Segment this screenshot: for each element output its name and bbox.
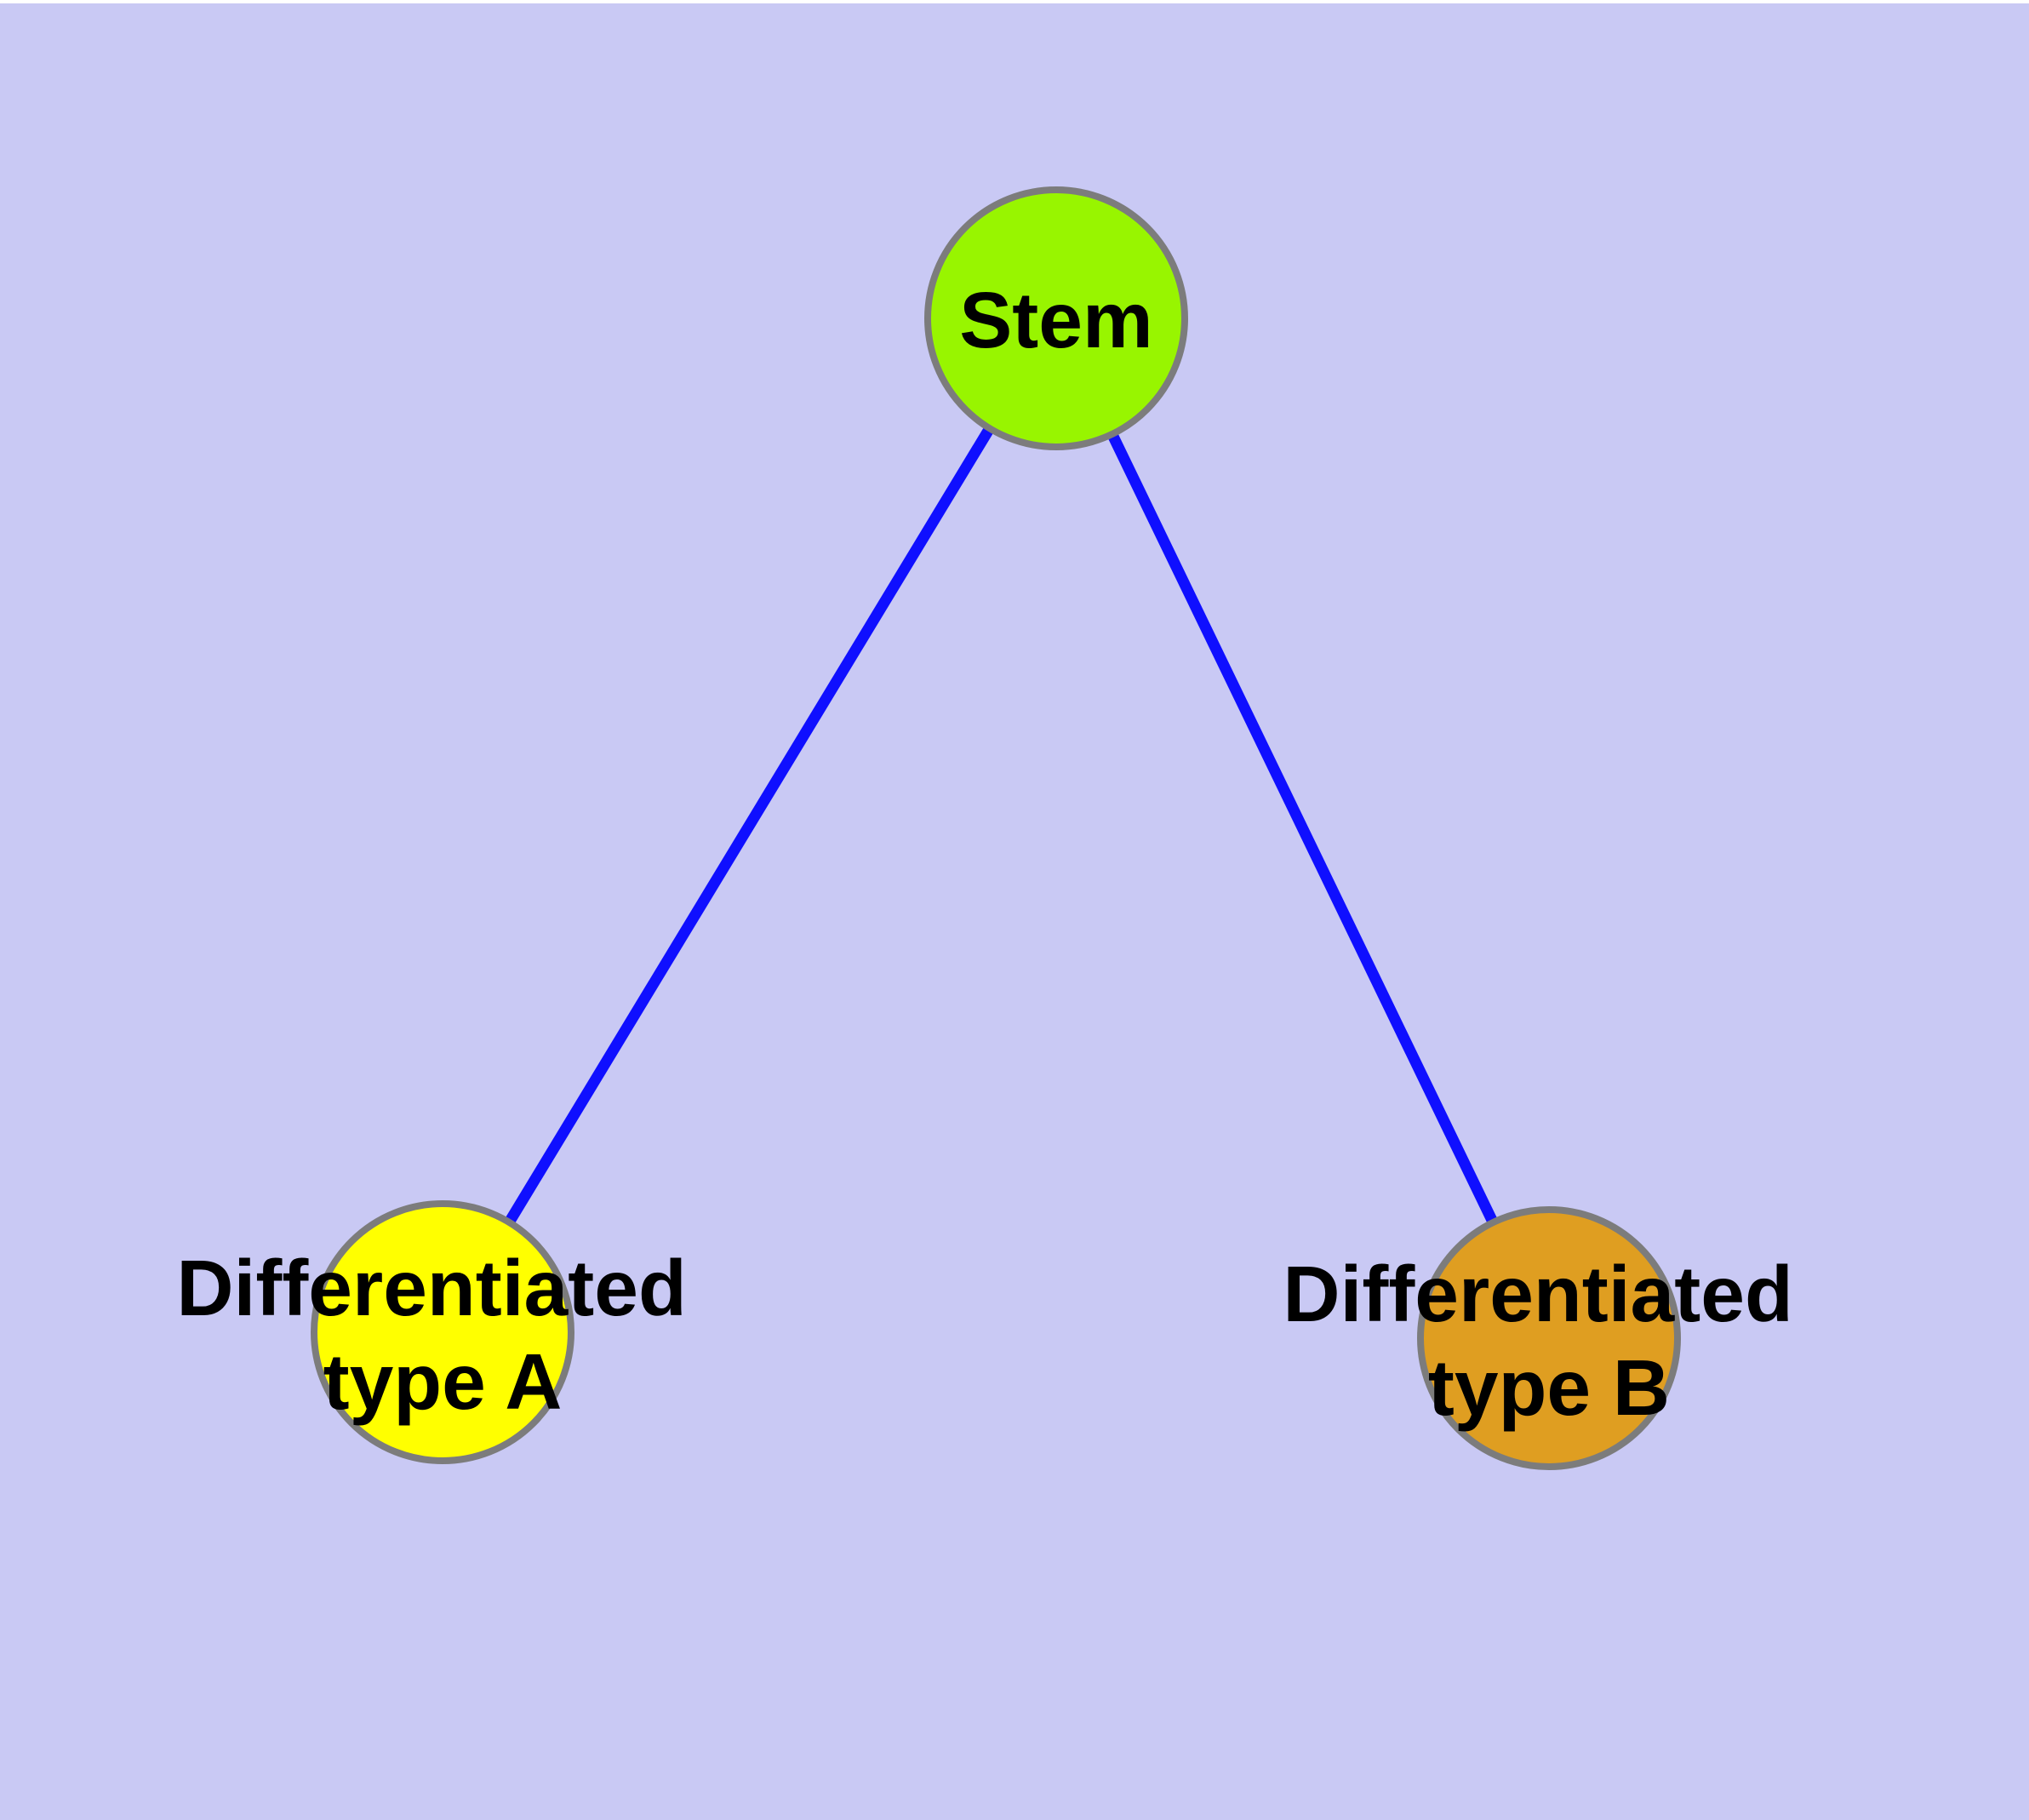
node-type-a-label-line2: type A xyxy=(323,1337,563,1426)
node-stem-circle[interactable] xyxy=(924,186,1188,450)
edge-stem-to-type-a xyxy=(437,315,1061,1336)
node-type-a-label-line1: Differentiated xyxy=(176,1244,686,1332)
node-type-b-label: Differentiated type B xyxy=(1283,1222,1815,1432)
edge-stem-to-type-b xyxy=(1051,316,1554,1341)
node-type-a-label: Differentiated type A xyxy=(176,1216,708,1426)
node-stem-label-line: Stem xyxy=(959,276,1152,364)
node-type-a-circle[interactable] xyxy=(311,1200,574,1464)
node-type-b-label-line1: Differentiated xyxy=(1283,1250,1792,1338)
node-type-b-circle[interactable] xyxy=(1417,1206,1681,1470)
node-stem-label: Stem xyxy=(959,276,1152,364)
node-type-b-label-line2: type B xyxy=(1428,1343,1670,1432)
